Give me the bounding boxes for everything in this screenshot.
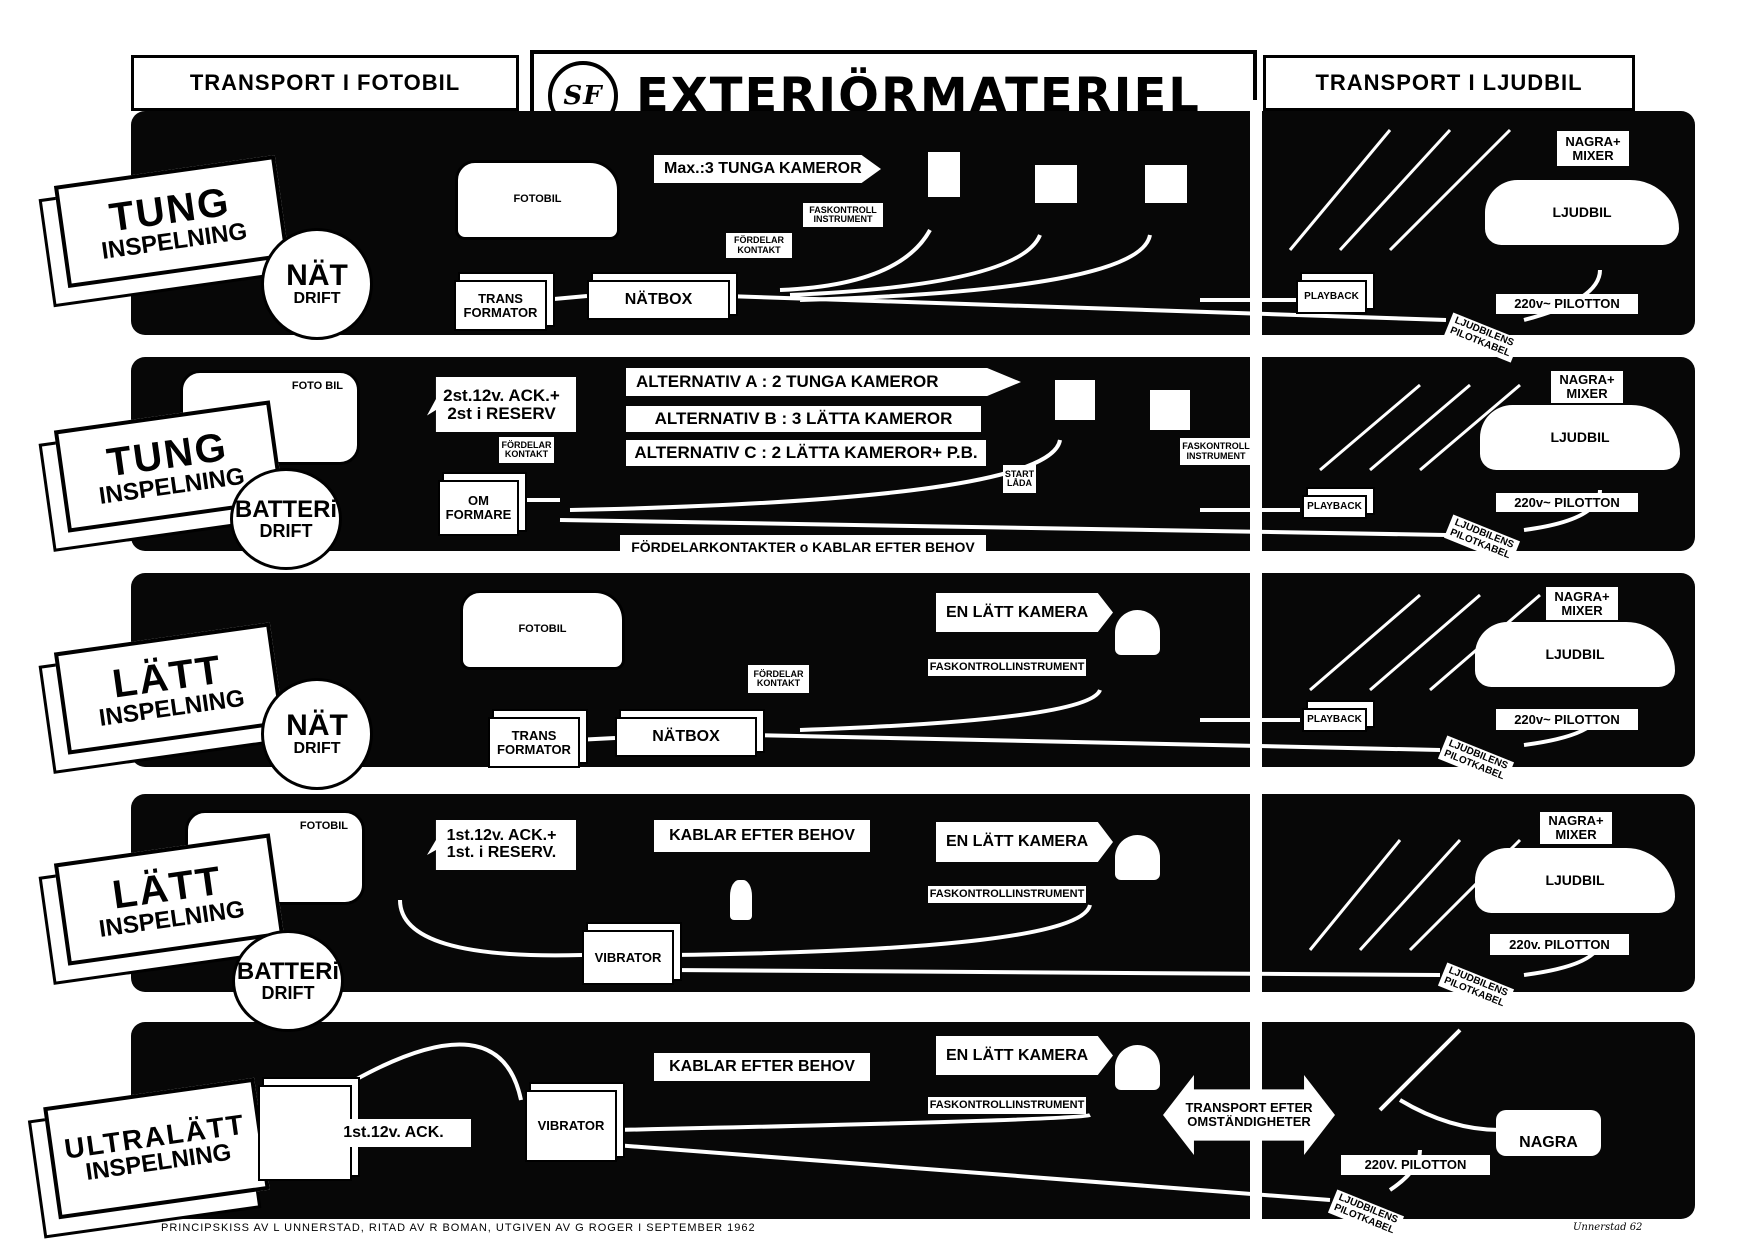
row-5-battery-label: 1st.12v. ACK.: [316, 1119, 471, 1147]
row-1-pilotton: 220v~ PILOTTON: [1496, 294, 1638, 314]
row-2-nagra-mixer: NAGRA+ MIXER: [1551, 371, 1623, 403]
power-title: NÄT: [286, 709, 348, 742]
row-5-nagra: NAGRA: [1496, 1110, 1601, 1156]
left-banner: TRANSPORT I FOTOBIL: [131, 55, 519, 111]
artist-signature: Unnerstad 62: [1573, 1222, 1643, 1233]
row-1-fordelar-label: FÖRDELAR KONTAKT: [726, 233, 792, 258]
row-2-ljudbil-car: LJUDBIL: [1480, 405, 1680, 470]
row-4-nagra-mixer: NAGRA+ MIXER: [1540, 812, 1612, 844]
row-4-camera-arrow: EN LÄTT KAMERA: [936, 822, 1113, 862]
arrow-label: EN LÄTT KAMERA: [946, 1046, 1089, 1064]
row-4-panel: [131, 794, 1695, 992]
power-title: BATTERi: [236, 958, 340, 985]
row-5-pilotton: 220V. PILOTTON: [1341, 1155, 1490, 1175]
row-1-ljudbil-car: LJUDBIL: [1485, 180, 1679, 245]
row-1-nagra-mixer: NAGRA+ MIXER: [1557, 131, 1629, 166]
camera-icon: [1150, 390, 1190, 430]
row-2-power-badge: BATTERi DRIFT: [230, 468, 342, 570]
camera-icon: [928, 152, 960, 197]
camera-icon: [1055, 380, 1095, 420]
section-divider: [1250, 100, 1262, 1230]
row-3-vehicle-fotobil: FOTOBIL: [460, 590, 625, 670]
row-3-transformator: TRANS FORMATOR: [488, 717, 580, 768]
row-3-camera-arrow: EN LÄTT KAMERA: [936, 593, 1113, 632]
row-4-faskontroll-label: FASKONTROLLINSTRUMENT: [928, 886, 1086, 903]
row-4-vibrator: VIBRATOR: [582, 930, 674, 985]
row-3-pilotton: 220v~ PILOTTON: [1496, 709, 1638, 730]
row-2-alternative-c: ALTERNATIV C : 2 LÄTTA KAMEROR+ P.B.: [626, 440, 986, 466]
row-2-omformare: OM FORMARE: [438, 480, 519, 536]
row-2-pilotton: 220v~ PILOTTON: [1496, 493, 1638, 512]
power-subtitle: DRIFT: [259, 521, 313, 541]
row-3-faskontroll-label: FASKONTROLLINSTRUMENT: [928, 659, 1086, 676]
row-1-natbox: NÄTBOX: [587, 280, 730, 320]
film-camera-icon: [1115, 835, 1160, 880]
film-camera-icon: [1115, 1045, 1160, 1090]
row-2-start-lada: START LÅDA: [1003, 465, 1036, 493]
power-title: NÄT: [286, 259, 348, 292]
row-4-pilotton: 220v. PILOTTON: [1490, 934, 1629, 955]
row-2-playback: PLAYBACK: [1302, 495, 1367, 519]
power-title: BATTERi: [234, 496, 338, 523]
row-3-fordelar-label: FÖRDELAR KONTAKT: [748, 665, 809, 693]
arrow-label: EN LÄTT KAMERA: [946, 833, 1089, 850]
row-3-natbox: NÄTBOX: [615, 717, 757, 757]
row-2-battery-label: 2st.12v. ACK.+ 2st i RESERV: [427, 377, 576, 432]
power-subtitle: DRIFT: [293, 290, 341, 307]
row-2-alternative-a: ALTERNATIV A : 2 TUNGA KAMEROR: [626, 368, 1021, 396]
camera-icon: [1035, 165, 1077, 203]
row-1-vehicle-fotobil: FOTOBIL: [455, 160, 620, 240]
row-1-transformator: TRANS FORMATOR: [454, 280, 547, 331]
row-4-cables-label: KABLAR EFTER BEHOV: [654, 820, 870, 852]
row-1-power-badge: NÄT DRIFT: [261, 228, 373, 340]
camera-icon: [1145, 165, 1187, 203]
row-2-alternative-b: ALTERNATIV B : 3 LÄTTA KAMEROR: [626, 406, 981, 432]
row-1-playback: PLAYBACK: [1296, 280, 1367, 314]
row-3-playback: PLAYBACK: [1302, 708, 1367, 732]
row-5-camera-arrow: EN LÄTT KAMERA: [936, 1036, 1113, 1075]
row-3-power-badge: NÄT DRIFT: [261, 678, 373, 790]
row-3-ljudbil-car: LJUDBIL: [1475, 622, 1675, 687]
power-subtitle: DRIFT: [293, 740, 341, 757]
film-camera-icon: [1115, 610, 1160, 655]
row-1-camera-arrow: Max.:3 TUNGA KAMEROR: [654, 155, 881, 183]
credit-line: PRINCIPSKISS AV L UNNERSTAD, RITAD AV R …: [161, 1222, 756, 1234]
arrow-label: EN LÄTT KAMERA: [946, 603, 1089, 621]
right-banner-text: TRANSPORT I LJUDBIL: [1315, 70, 1583, 95]
row-5-vibrator: VIBRATOR: [525, 1090, 617, 1162]
worker-figure-icon: [730, 880, 752, 920]
left-banner-text: TRANSPORT I FOTOBIL: [189, 70, 461, 95]
alternative-label: ALTERNATIV A : 2 TUNGA KAMEROR: [636, 372, 939, 391]
power-subtitle: DRIFT: [261, 983, 315, 1003]
row-5-cables-label: KABLAR EFTER BEHOV: [654, 1053, 870, 1081]
row-3-nagra-mixer: NAGRA+ MIXER: [1546, 587, 1618, 620]
row-1-faskontroll-label: FASKONTROLL INSTRUMENT: [803, 203, 883, 227]
row-4-ljudbil-car: LJUDBIL: [1475, 848, 1675, 913]
row-5-faskontroll-label: FASKONTROLLINSTRUMENT: [928, 1097, 1086, 1114]
right-banner: TRANSPORT I LJUDBIL: [1263, 55, 1635, 111]
row-4-power-badge: BATTERi DRIFT: [232, 930, 344, 1032]
row-2-cables-label: FÖRDELARKONTAKTER o KABLAR EFTER BEHOV: [620, 535, 986, 559]
row-2-faskontroll-label: FASKONTROLL INSTRUMENT: [1180, 438, 1252, 465]
arrow-label: Max.:3 TUNGA KAMEROR: [664, 160, 862, 177]
row-2-fordelar-label: FÖRDELAR KONTAKT: [499, 437, 554, 463]
row-4-battery-label: 1st.12v. ACK.+ 1st. i RESERV.: [427, 820, 576, 870]
